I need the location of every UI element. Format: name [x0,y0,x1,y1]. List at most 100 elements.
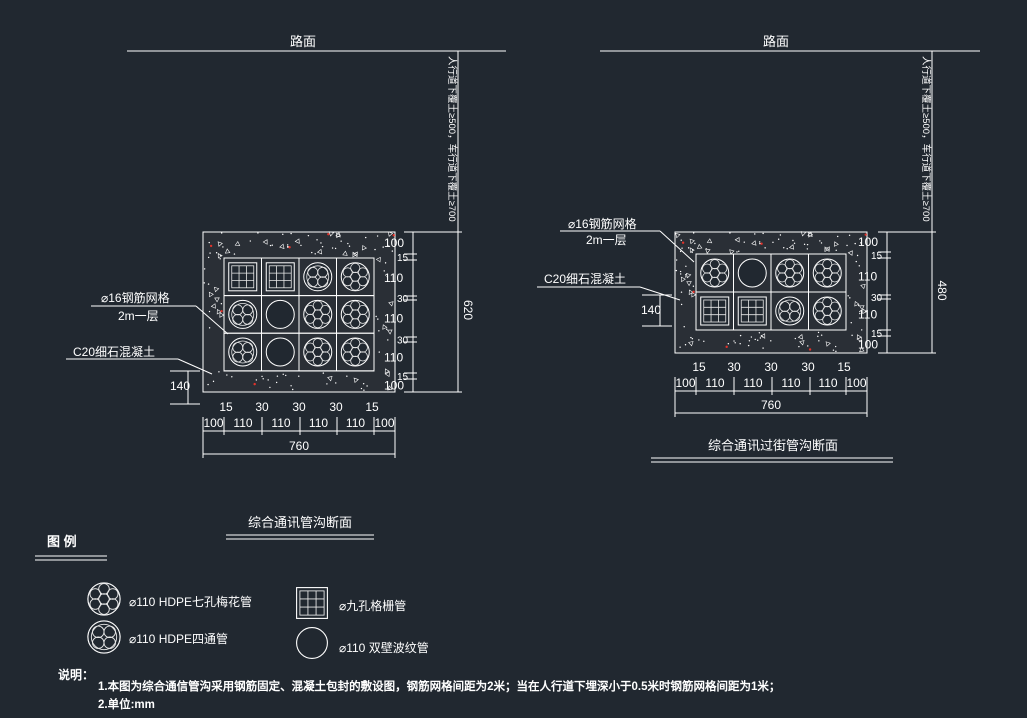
aggregate-dot [727,343,730,345]
aggregate-dot [335,382,337,384]
aggregate-dot [758,332,761,334]
dim-value: 100 [858,235,878,249]
aggregate-dot [786,247,788,250]
dim-value: 15 [397,372,409,383]
aggregate-dot [739,334,742,337]
aggregate-dot [212,380,215,383]
mesh-label: ⌀16钢筋网格 [101,290,170,305]
aggregate-stone [328,231,335,237]
aggregate-dot [690,336,692,339]
pipe-grid [695,253,847,331]
concrete-label: C20细石混凝土 [73,344,155,359]
four-way-pipe-icon [228,299,258,329]
aggregate-stone [208,291,214,298]
aggregate-dot [860,242,862,244]
aggregate-stone [234,240,241,246]
gap-dim-value: 15 [692,360,706,374]
aggregate-dot [754,233,756,235]
aggregate-dot [680,291,683,293]
nine-grid-pipe-icon [265,262,295,292]
aggregate-dot [298,375,300,377]
aggregate-dot [327,233,330,236]
aggregate-dot [386,328,388,330]
aggregate-dot [383,270,385,272]
aggregate-dot [322,372,325,374]
concrete-speckle-texture [203,231,395,391]
aggregate-dot [854,242,856,245]
aggregate-stone [387,329,393,335]
dim-value: 30 [871,293,883,304]
aggregate-stone [219,312,225,318]
total-height-value: 480 [935,281,949,301]
aggregate-stone [800,231,807,237]
aggregate-stone [384,371,390,378]
aggregate-dot [366,385,368,387]
aggregate-stone [751,240,757,246]
pipe-dim-value: 110 [346,416,365,430]
pipe-dim-value: 110 [705,376,724,390]
aggregate-dot [818,340,820,342]
aggregate-dot [817,335,819,338]
concrete-leader-arrow [177,358,213,375]
aggregate-dot [209,252,211,254]
aggregate-dot [340,240,342,242]
aggregate-dot [208,241,210,244]
aggregate-dot [729,232,731,234]
dim-value: 15 [397,253,409,264]
legend: 图 例 ⌀110 HDPE七孔梅花管 ⌀九孔格栅管 ⌀110 HDPE四通管 ⌀… [35,534,429,659]
aggregate-dot [750,336,753,338]
mesh-leader-arrow [195,305,229,335]
seven-hole-plum-pipe-icon [340,337,370,367]
aggregate-dot [231,376,233,378]
pipe-dim-value: 110 [743,376,762,390]
seven-hole-plum-pipe-icon [87,582,121,616]
dim-value: 100 [384,236,404,250]
aggregate-dot [858,304,860,307]
aggregate-dot [806,248,809,250]
dim-value: 110 [384,312,403,326]
aggregate-dot [758,241,761,243]
aggregate-dot [859,312,861,315]
aggregate-dot [203,282,206,284]
aggregate-dot [208,310,211,313]
aggregate-dot [847,295,849,297]
total-width-value: 760 [289,439,309,453]
aggregate-stone [729,249,735,255]
aggregate-dot [777,238,780,240]
aggregate-dot [346,375,348,377]
aggregate-dot [288,246,291,249]
aggregate-stone [675,232,681,239]
legend-title: 图 例 [47,534,77,549]
gap-dim-value: 30 [292,400,306,414]
aggregate-stone [799,340,805,346]
aggregate-stone [860,283,866,290]
aggregate-stone [686,281,692,287]
aggregate-dot [207,256,210,259]
aggregate-dot [286,244,289,246]
notes-heading: 说明： [58,667,94,682]
mesh-label: ⌀16钢筋网格 [568,216,637,231]
aggregate-stone [859,305,865,311]
aggregate-dot [388,245,390,247]
aggregate-dot [680,273,682,275]
aggregate-dot [387,339,389,341]
dim-value: 30 [397,294,409,305]
aggregate-dot [807,345,809,347]
aggregate-stone [336,232,342,239]
aggregate-dot [376,235,379,237]
aggregate-dot [233,253,236,255]
aggregate-stone [382,324,388,330]
dim-value: 110 [384,271,403,285]
aggregate-dot [679,346,681,348]
aggregate-dot [292,388,294,391]
cover-depth-note: 人行道下覆土≥500，车行道下覆土≥700 [446,56,458,222]
aggregate-stone [859,346,865,353]
aggregate-dot [725,345,728,349]
aggregate-stone [825,341,831,347]
aggregate-dot [275,381,278,384]
aggregate-stone [688,289,694,296]
aggregate-stone [214,297,220,303]
aggregate-dot [391,250,394,252]
aggregate-dot [779,234,782,236]
